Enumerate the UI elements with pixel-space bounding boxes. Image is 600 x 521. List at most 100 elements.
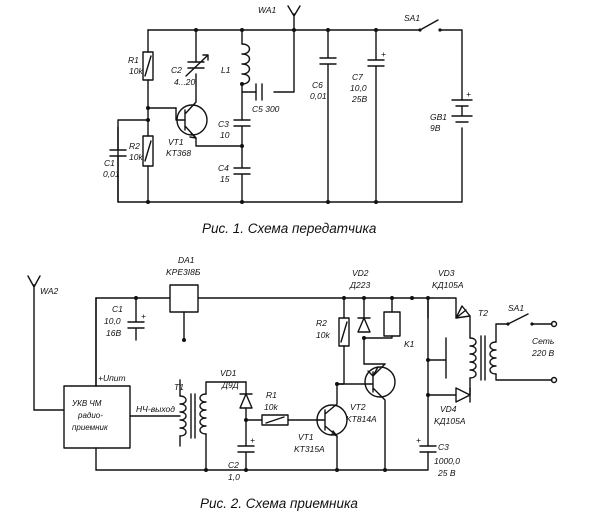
label-vd2-type: Д223: [349, 280, 370, 290]
label-c2-rx-value: 1,0: [228, 472, 240, 482]
label-vd1: VD1: [220, 368, 237, 378]
label-r1-rx: R1: [266, 390, 277, 400]
label-c5: C5 300: [252, 104, 280, 114]
transformer-t2: [469, 323, 553, 381]
label-vd2: VD2: [352, 268, 369, 278]
svg-text:+: +: [141, 311, 146, 321]
label-vd4-type: KД105A: [434, 416, 466, 426]
label-vt1: VT1: [168, 137, 184, 147]
label-vt2-type: KT814A: [346, 414, 377, 424]
label-r2-value: 10k: [129, 152, 143, 162]
label-c7-value: 10,0: [350, 83, 367, 93]
label-c2-value: 4...20: [174, 77, 196, 87]
label-vd3: VD3: [438, 268, 455, 278]
label-c2-rx: C2: [228, 460, 239, 470]
label-t2: T2: [478, 308, 488, 318]
transformer-t1: [179, 379, 247, 471]
capacitor-c6: [319, 29, 337, 203]
resistor-r2: [142, 135, 154, 167]
svg-text:+: +: [250, 435, 255, 445]
label-vt1-rx-type: KT315A: [294, 444, 325, 454]
receiver-schematic: + +: [27, 255, 558, 511]
label-c6-value: 0,01: [310, 91, 327, 101]
label-vt1-rx: VT1: [298, 432, 314, 442]
capacitor-c5: [255, 83, 263, 101]
label-r1: R1: [128, 55, 139, 65]
label-c7-voltage: 25B: [351, 94, 367, 104]
figure-2-caption: Рис. 2. Схема приемника: [200, 496, 358, 511]
label-c1-rx-value: 10,0: [104, 316, 121, 326]
antenna-wa1: [287, 5, 301, 31]
receiver-module-label-line1: УКВ ЧМ: [71, 399, 102, 408]
capacitor-c4: [233, 145, 251, 203]
label-mains-voltage: 220 B: [531, 348, 555, 358]
switch-sa1-rx: [506, 313, 553, 326]
receiver-module-label-line3: приемник: [72, 423, 109, 432]
diode-vd1: [239, 393, 253, 409]
label-c7: C7: [352, 72, 363, 82]
label-c1-value: 0,01: [103, 169, 120, 179]
resistor-r2-rx: [338, 317, 350, 347]
regulator-da1: [169, 284, 199, 341]
capacitor-c3: [233, 119, 251, 147]
svg-text:+: +: [381, 49, 386, 59]
label-r2-rx: R2: [316, 318, 327, 328]
transistor-vt1-rx: [316, 383, 348, 471]
label-sa1: SA1: [404, 13, 420, 23]
capacitor-c3-rx: +: [416, 435, 437, 453]
receiver-module-label-line2: радио-: [77, 411, 103, 420]
capacitor-c1: [109, 149, 127, 203]
relay-k1: [383, 311, 401, 337]
label-r2: R2: [129, 141, 140, 151]
label-da1-type: KPE3I8Б: [166, 267, 201, 277]
figure-1-caption: Рис. 1. Схема передатчика: [202, 221, 377, 236]
transmitter-schematic: + +: [103, 5, 473, 236]
label-t1: T1: [174, 382, 184, 392]
label-l1: L1: [221, 65, 231, 75]
resistor-r1-rx: [261, 414, 289, 426]
label-c4-value: 15: [220, 174, 230, 184]
svg-text:+: +: [416, 435, 421, 445]
transistor-vt2: [336, 363, 396, 471]
antenna-wa2: [27, 275, 41, 411]
switch-sa1: [418, 19, 442, 32]
resistor-r1: [142, 51, 154, 81]
diode-vd4: [427, 387, 471, 403]
label-mains: Сеть: [532, 336, 554, 346]
label-wa1: WA1: [258, 5, 277, 15]
transistor-vt1: [176, 99, 243, 147]
label-c3: C3: [218, 119, 229, 129]
label-vd4: VD4: [440, 404, 457, 414]
receiver-module-block[interactable]: [63, 385, 131, 449]
label-vd1-type: Д9Д: [221, 380, 239, 390]
label-vt1-type: KT368: [166, 148, 191, 158]
label-k1: K1: [404, 339, 415, 349]
label-gb1-value: 9B: [430, 123, 441, 133]
label-c6: C6: [312, 80, 323, 90]
diode-vd2: [357, 317, 371, 333]
svg-text:+: +: [466, 89, 471, 99]
label-c3-rx-value: 1000,0: [434, 456, 460, 466]
label-sa1-rx: SA1: [508, 303, 524, 313]
inductor-l1: [241, 43, 251, 85]
label-vd3-type: KД105A: [432, 280, 464, 290]
label-c4: C4: [218, 163, 229, 173]
label-vt2: VT2: [350, 402, 366, 412]
label-c3-rx-voltage: 25 B: [437, 468, 456, 478]
label-upit: +Uпит: [98, 373, 126, 383]
mains-terminals: [550, 320, 558, 384]
label-nch-output: НЧ-выход: [136, 404, 175, 414]
label-r2-rx-value: 10k: [316, 330, 330, 340]
label-c2: C2: [171, 65, 182, 75]
capacitor-c1-rx: +: [127, 297, 146, 341]
label-c1-rx-voltage: 16B: [106, 328, 121, 338]
label-r1-rx-value: 10k: [264, 402, 278, 412]
label-gb1: GB1: [430, 112, 447, 122]
diode-vd3: [455, 305, 471, 319]
battery-gb1: +: [451, 89, 473, 123]
trimmer-capacitor-c2: [185, 54, 209, 77]
label-da1: DA1: [178, 255, 195, 265]
label-c3-value: 10: [220, 130, 230, 140]
capacitor-c7: +: [367, 29, 386, 203]
